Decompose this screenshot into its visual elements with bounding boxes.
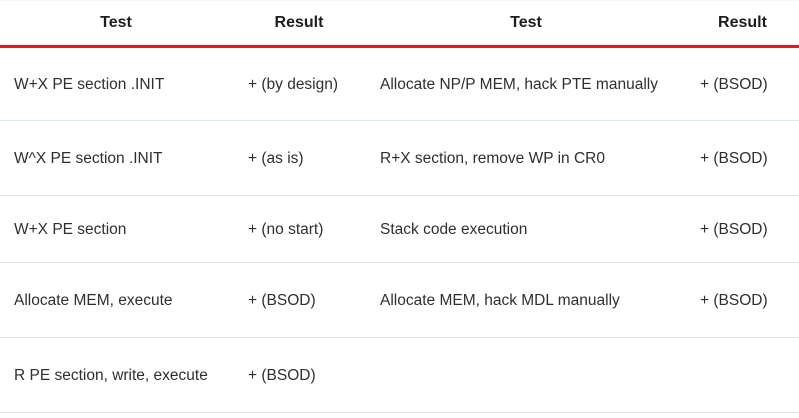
- column-header-result-right: Result: [686, 0, 799, 48]
- cell-test-left: W^X PE section .INIT: [0, 120, 232, 196]
- column-header-result-left: Result: [232, 0, 366, 48]
- cell-test-left: Allocate MEM, execute: [0, 262, 232, 338]
- cell-test-right: R+X section, remove WP in CR0: [366, 120, 686, 196]
- table-row: W+X PE section .INIT + (by design) Alloc…: [0, 46, 799, 121]
- cell-test-right: [366, 337, 686, 413]
- cell-result-left: + (as is): [232, 120, 366, 196]
- cell-test-left: R PE section, write, execute: [0, 337, 232, 413]
- cell-test-right: Allocate NP/P MEM, hack PTE manually: [366, 46, 686, 121]
- table-row: Allocate MEM, execute + (BSOD) Allocate …: [0, 262, 799, 338]
- table-header-row: Test Result Test Result: [0, 0, 799, 48]
- cell-result-left: + (no start): [232, 195, 366, 263]
- column-header-test-left: Test: [0, 0, 232, 48]
- cell-result-right: + (BSOD): [686, 195, 799, 263]
- table-body: W+X PE section .INIT + (by design) Alloc…: [0, 46, 799, 413]
- cell-result-left: + (BSOD): [232, 262, 366, 338]
- cell-result-right: + (BSOD): [686, 120, 799, 196]
- column-header-test-right: Test: [366, 0, 686, 48]
- cell-test-right: Allocate MEM, hack MDL manually: [366, 262, 686, 338]
- cell-test-left: W+X PE section: [0, 195, 232, 263]
- cell-result-left: + (BSOD): [232, 337, 366, 413]
- table-row: W+X PE section + (no start) Stack code e…: [0, 195, 799, 263]
- cell-test-right: Stack code execution: [366, 195, 686, 263]
- cell-result-right: + (BSOD): [686, 46, 799, 121]
- table-header: Test Result Test Result: [0, 0, 799, 48]
- cell-result-left: + (by design): [232, 46, 366, 121]
- cell-result-right: + (BSOD): [686, 262, 799, 338]
- table-row: W^X PE section .INIT + (as is) R+X secti…: [0, 120, 799, 196]
- cell-result-right: [686, 337, 799, 413]
- table-row: R PE section, write, execute + (BSOD): [0, 337, 799, 413]
- cell-test-left: W+X PE section .INIT: [0, 46, 232, 121]
